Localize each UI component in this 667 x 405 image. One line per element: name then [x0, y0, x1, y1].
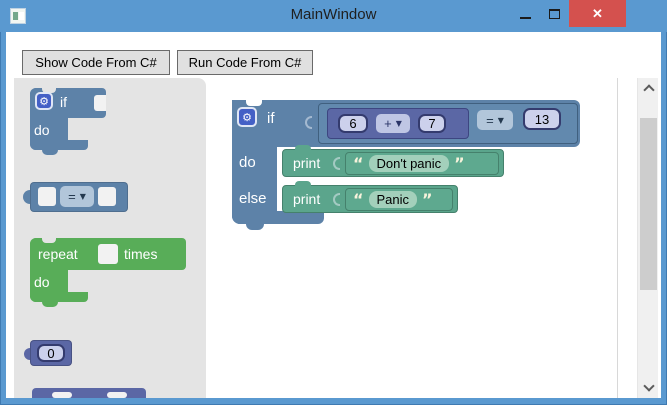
top-notch: [42, 238, 56, 243]
print-label: print: [293, 191, 321, 207]
window-title: MainWindow: [290, 6, 377, 23]
socket-mark: [333, 193, 340, 206]
text-field[interactable]: Don't panic: [368, 155, 450, 172]
scroll-up-button[interactable]: [638, 78, 659, 98]
blockly-toolbox-flyout: ⚙ if do = ▼ r: [14, 78, 206, 398]
number-field-right[interactable]: 7: [418, 114, 446, 133]
gear-icon[interactable]: ⚙: [35, 92, 53, 110]
value-socket-hole: [107, 392, 127, 398]
dropdown-arrow-icon: ▼: [79, 192, 86, 201]
dropdown-arrow-icon: ▼: [497, 115, 504, 125]
app-icon-pane: [19, 12, 24, 20]
value-socket-hole: [98, 187, 116, 206]
close-quote-icon: ”: [454, 153, 465, 173]
run-code-button[interactable]: Run Code From C#: [177, 50, 313, 75]
top-notch: [246, 100, 262, 106]
top-notch: [42, 88, 56, 93]
do-label: do: [34, 274, 50, 290]
compare-block[interactable]: 6 + ▼ 7 = ▼ 13: [318, 103, 578, 144]
operator-label: =: [486, 112, 494, 128]
maximize-icon: [549, 8, 560, 19]
block-foot: [30, 292, 88, 302]
open-quote-icon: “: [353, 153, 364, 173]
client-area: Show Code From C# Run Code From C# ⚙ if …: [6, 32, 661, 398]
show-code-button[interactable]: Show Code From C#: [22, 50, 170, 75]
block-body: [32, 388, 146, 398]
close-button[interactable]: ✕: [569, 0, 626, 27]
bottom-tab: [42, 302, 58, 307]
maximize-button[interactable]: [540, 0, 569, 27]
app-icon: [10, 8, 26, 24]
vertical-scrollbar[interactable]: [637, 78, 658, 398]
arithmetic-block[interactable]: 6 + ▼ 7: [327, 108, 469, 139]
titlebar: MainWindow ✕: [0, 0, 667, 32]
repeat-label: repeat: [38, 246, 78, 262]
value-socket-hole: [94, 95, 106, 111]
socket-mark: [305, 116, 312, 129]
chevron-down-icon: [642, 380, 655, 392]
print-block-do[interactable]: print “ Don't panic ”: [282, 145, 504, 177]
gear-icon[interactable]: ⚙: [237, 107, 257, 127]
operator-label: +: [384, 116, 392, 131]
text-field[interactable]: Panic: [368, 191, 418, 208]
if-label: if: [60, 94, 67, 110]
scroll-down-button[interactable]: [638, 378, 659, 398]
if-label: if: [267, 110, 275, 127]
window-controls: ✕: [511, 0, 626, 27]
text-block[interactable]: “ Don't panic ”: [345, 152, 499, 175]
print-label: print: [293, 155, 321, 171]
value-socket-hole: [52, 392, 72, 398]
minimize-button[interactable]: [511, 0, 540, 27]
bottom-tab: [42, 150, 58, 155]
times-label: times: [124, 246, 158, 262]
value-socket-hole: [38, 187, 56, 206]
bottom-tab: [246, 224, 264, 230]
scroll-thumb[interactable]: [640, 118, 657, 290]
number-field-left[interactable]: 6: [338, 114, 368, 133]
number-field[interactable]: 0: [37, 344, 65, 362]
operator-label: =: [68, 189, 76, 204]
block-foot: [232, 211, 324, 224]
socket-mark: [333, 157, 340, 170]
top-tab: [295, 181, 311, 186]
number-field-compare[interactable]: 13: [523, 108, 561, 130]
do-label: do: [239, 154, 256, 171]
close-icon: ✕: [592, 5, 603, 21]
close-quote-icon: ”: [422, 189, 433, 209]
operator-dropdown[interactable]: = ▼: [60, 186, 94, 207]
print-block-else[interactable]: print “ Panic ”: [282, 181, 458, 213]
open-quote-icon: “: [353, 189, 364, 209]
operator-dropdown-equals[interactable]: = ▼: [477, 110, 513, 130]
else-label: else: [239, 190, 267, 207]
operator-dropdown-plus[interactable]: + ▼: [376, 114, 410, 133]
block-foot: [30, 140, 88, 150]
value-socket-hole: [98, 244, 118, 264]
app-icon-pane: [13, 12, 18, 20]
left-tab: [23, 190, 32, 204]
text-block[interactable]: “ Panic ”: [345, 188, 453, 211]
do-label: do: [34, 122, 50, 138]
blockly-workspace: ⚙ if 6 + ▼ 7 = ▼: [206, 78, 618, 398]
left-tab: [24, 348, 32, 360]
minimize-icon: [520, 16, 531, 19]
chevron-up-icon: [642, 84, 655, 96]
top-tab: [295, 145, 311, 150]
dropdown-arrow-icon: ▼: [395, 119, 402, 128]
